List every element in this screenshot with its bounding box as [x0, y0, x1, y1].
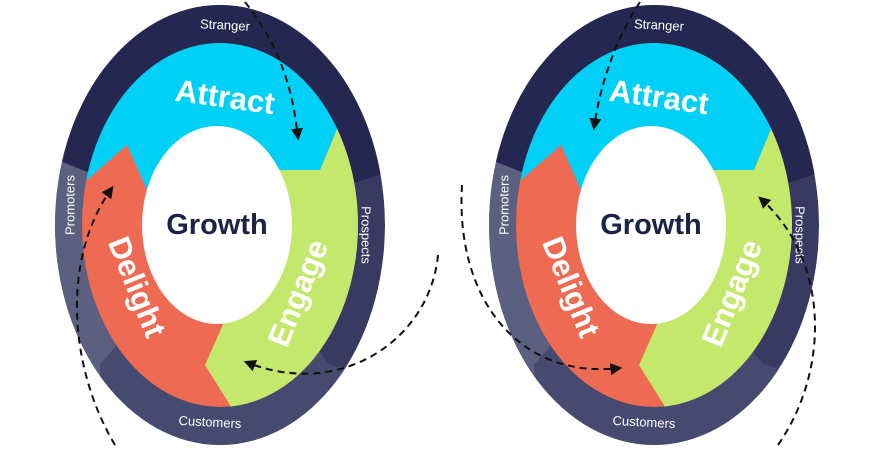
ring-label-prospects: Prospects — [359, 206, 374, 264]
dashed-arrow — [589, 1, 641, 131]
dashed-arrow — [244, 1, 303, 141]
center-circle — [576, 126, 726, 324]
center-circle — [142, 126, 292, 324]
flywheel: GrowthAttractEngageDelightStrangerProspe… — [55, 5, 385, 445]
dashed-arrow — [758, 196, 816, 446]
dashed-arrow — [75, 186, 116, 446]
flywheel: GrowthAttractEngageDelightStrangerProspe… — [489, 5, 819, 445]
dashed-arrows — [75, 1, 816, 446]
dashed-arrow — [460, 184, 623, 376]
ring-label-stranger: Stranger — [200, 16, 251, 34]
ring-label-customers: Customers — [178, 413, 242, 431]
ring-label-stranger: Stranger — [634, 16, 685, 34]
ring-label-prospects: Prospects — [793, 206, 808, 264]
ring-label-promoters: Promoters — [63, 175, 78, 235]
ring-label-customers: Customers — [612, 413, 676, 431]
dashed-arrow — [243, 254, 439, 375]
center-label: Growth — [166, 209, 268, 241]
center-label: Growth — [600, 209, 702, 241]
ring-label-promoters: Promoters — [497, 175, 512, 235]
